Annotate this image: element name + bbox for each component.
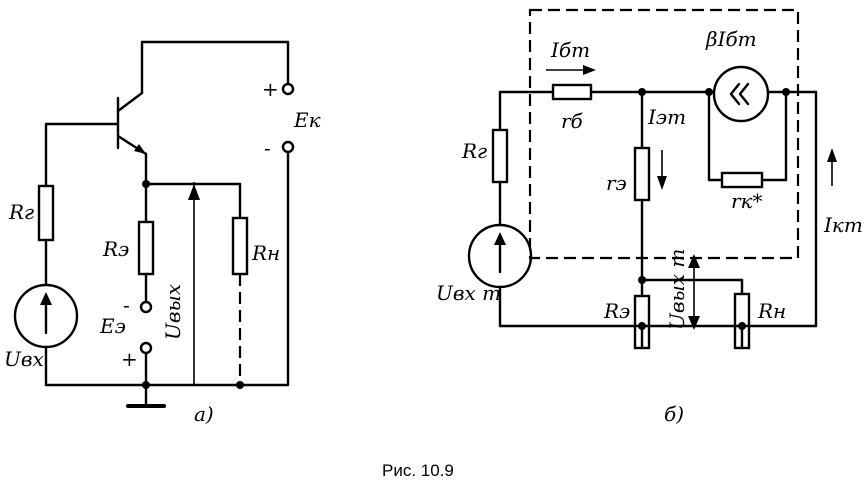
rb-resistor [551, 83, 593, 101]
ikm-arrow [827, 148, 837, 162]
current-source [712, 65, 770, 123]
label-rg-a: Rг [8, 200, 34, 224]
label-uvyxm: Uвых m [665, 249, 689, 330]
label-ibm: Iбm [550, 38, 590, 62]
ee-plus-terminal [139, 341, 153, 355]
label-uvx: Uвх [4, 347, 44, 371]
label-ee: Eэ [99, 314, 126, 338]
label-iem: Iэm [647, 105, 686, 129]
rg-resistor-b [491, 128, 509, 184]
label-rb: rб [561, 109, 584, 133]
transistor-equivalent-box [528, 8, 800, 260]
ibm-arrow [583, 65, 596, 75]
uvyx-arrow [188, 184, 200, 200]
label-ek: Eк [293, 108, 321, 132]
label-minus-ee: - [123, 293, 130, 317]
label-plus-ee: + [121, 347, 138, 371]
label-re-b: Rэ [603, 299, 630, 323]
label-ikm: Iкm [823, 213, 863, 237]
label-rk: rк* [731, 189, 763, 213]
label-re-a: Rэ [102, 237, 129, 261]
label-rn-b: Rн [757, 299, 786, 323]
collector-wire [140, 40, 290, 86]
ee-minus-terminal [139, 300, 153, 314]
rg-resistor [37, 184, 55, 242]
re-small-resistor [633, 146, 651, 202]
circuit-a: Rг Rэ Rн Eк Eэ Uвх Uвых + - - + а) [4, 40, 321, 426]
ek-minus-terminal [281, 140, 295, 154]
rn-resistor [231, 216, 249, 276]
panel-label-b: б) [664, 402, 684, 426]
circuit-b: Iбm βIбm rб Iэm rэ rк* Rг Iкm Uвх m Rэ R… [436, 8, 863, 426]
iem-arrow [657, 176, 667, 190]
label-uvyx: Uвых [161, 284, 185, 340]
label-plus-ek: + [262, 77, 279, 101]
label-uvxm: Uвх m [436, 281, 501, 305]
label-re-small: rэ [606, 171, 627, 195]
label-minus-ek: - [264, 136, 271, 160]
rk-resistor [720, 171, 764, 189]
transistor-symbol [116, 40, 148, 186]
panel-label-a: а) [194, 402, 214, 426]
label-rg-b: Rг [461, 139, 487, 163]
uvyxm-arrow [688, 254, 700, 268]
ek-plus-terminal [281, 82, 295, 96]
label-beta-source: βIбm [705, 27, 757, 51]
label-rn-a: Rн [251, 241, 280, 265]
re-resistor [137, 220, 155, 276]
base-wire [44, 122, 120, 188]
figure-caption: Рис. 10.9 [382, 461, 454, 480]
